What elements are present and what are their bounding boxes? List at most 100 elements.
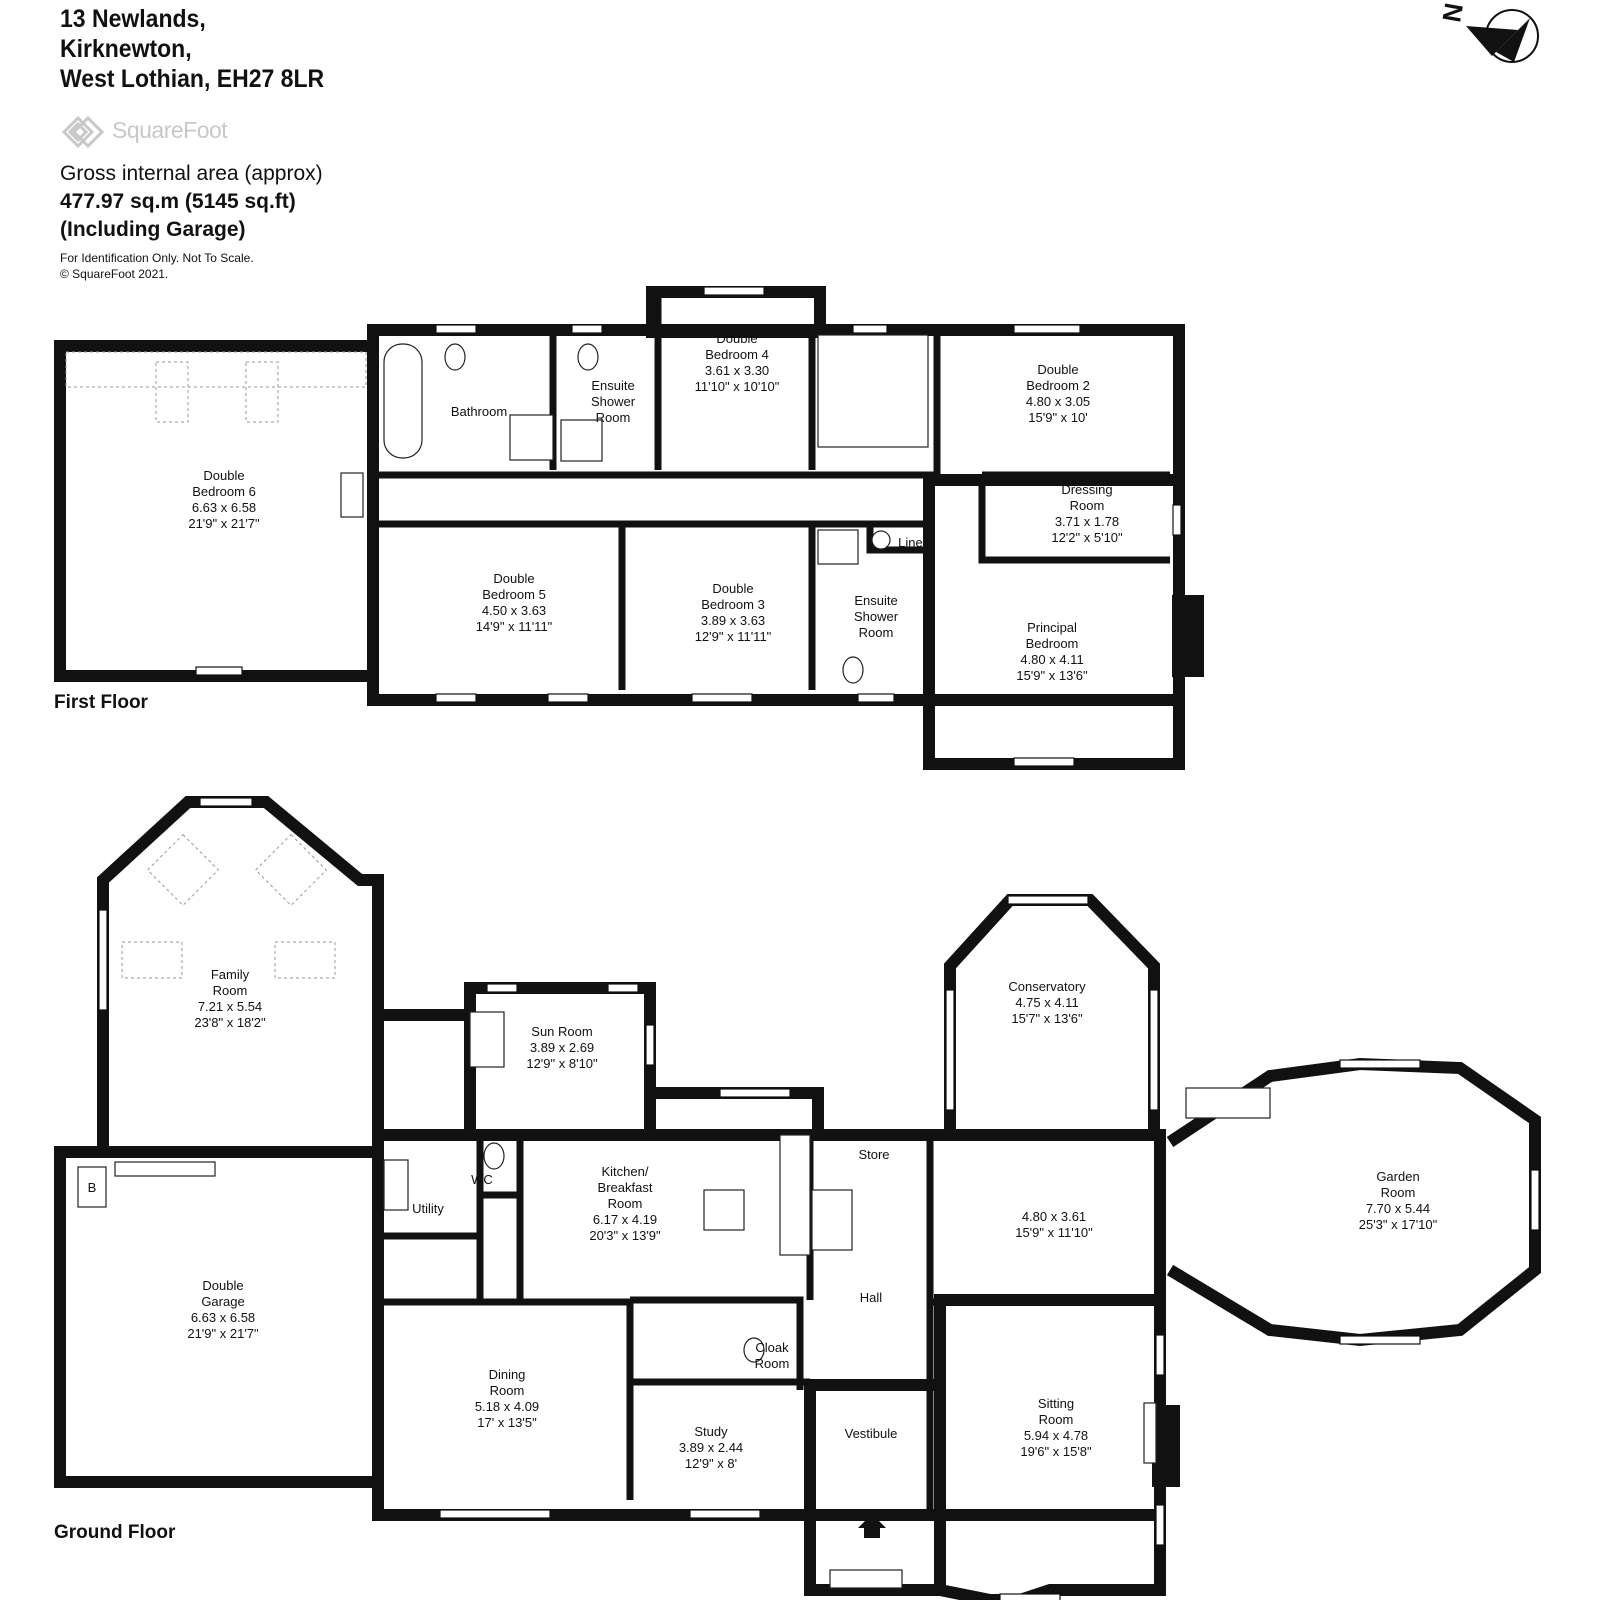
kitchen-projection [644,1087,824,1141]
bathroom-label: Bathroom [451,404,507,419]
bedroom-4-label-2: Bedroom 4 [705,347,769,362]
shower-tray [560,419,603,462]
bathtub [383,343,423,459]
eaves-line [65,351,367,388]
first-floor-labels: Double Bedroom 6 6.63 x 6.58 21'9" x 21'… [188,331,1123,683]
bedroom-6-imperial: 21'9" x 21'7" [188,516,260,531]
dressing-room-metric: 3.71 x 1.78 [1055,514,1119,529]
logo-mark-icon [61,115,105,149]
conservatory-label: Conservatory [1008,979,1086,994]
bedroom-6-metric: 6.63 x 6.58 [192,500,256,515]
cloak-room-label-1: Cloak [755,1340,789,1355]
bedroom-4-metric: 3.61 x 3.30 [705,363,769,378]
reception-metric: 4.80 x 3.61 [1022,1209,1086,1224]
store-label: Store [858,1147,889,1162]
family-room-walls [97,796,384,1152]
dining-room-label-2: Room [490,1383,525,1398]
first-floor-plan: Double Bedroom 6 6.63 x 6.58 21'9" x 21'… [54,286,1204,770]
toilet [577,343,599,371]
ground-floor-labels: Family Room 7.21 x 5.54 23'8" x 18'2" Su… [88,967,1438,1471]
squarefoot-logo: SquareFoot [60,112,260,152]
kitchen-imperial: 20'3" x 13'9" [589,1228,661,1243]
linen-tank [871,530,891,550]
dining-room-metric: 5.18 x 4.09 [475,1399,539,1414]
bedroom-3-label-1: Double [712,581,753,596]
compass-north-label: N [1436,1,1469,25]
ensuite-1-label-1: Ensuite [591,378,634,393]
study-imperial: 12'9" x 8' [685,1456,737,1471]
bedroom-6-label-1: Double [203,468,244,483]
kitchen-metric: 6.17 x 4.19 [593,1212,657,1227]
toilet [444,343,466,371]
utility-label: Utility [412,1201,444,1216]
dining-room-label-1: Dining [489,1367,526,1382]
entrance-arrow-icon [858,1514,886,1538]
entrance-step [829,1569,903,1589]
ensuite-1-label-2: Shower [591,394,636,409]
bedroom-3-metric: 3.89 x 3.63 [701,613,765,628]
window [195,666,243,676]
first-floor-windows [435,286,1182,767]
bedroom-5-imperial: 14'9" x 11'11" [476,619,553,634]
bedroom-4-imperial: 11'10" x 10'10" [695,379,780,394]
dressing-room-imperial: 12'2" x 5'10" [1051,530,1123,545]
study-label: Study [694,1424,728,1439]
dressing-room-label-2: Room [1070,498,1105,513]
garden-room-label-2: Room [1381,1185,1416,1200]
boiler-label: B [88,1180,97,1195]
wc-label: WC [471,1172,493,1187]
sitting-room-label-1: Sitting [1038,1396,1074,1411]
sitting-room-imperial: 19'6" x 15'8" [1020,1444,1092,1459]
vestibule-walls [804,1379,946,1596]
ensuite-2-label-1: Ensuite [854,593,897,608]
boiler [77,1166,107,1208]
sitting-room-label-2: Room [1039,1412,1074,1427]
staircase [811,1189,853,1251]
garden-room-metric: 7.70 x 5.44 [1366,1201,1430,1216]
fireplace-hearth [1143,1402,1157,1464]
principal-bedroom-imperial: 15'9" x 13'6" [1016,668,1088,683]
ensuite-1-label-3: Room [596,410,631,425]
bedroom-5-metric: 4.50 x 3.63 [482,603,546,618]
family-room-imperial: 23'8" x 18'2" [194,1015,266,1030]
bedroom-4-label-1: Double [716,331,757,346]
worktop [114,1161,216,1177]
hall-label: Hall [860,1290,883,1305]
property-address: 13 Newlands, Kirknewton, West Lothian, E… [60,4,347,94]
area-note: (Including Garage) [60,218,246,241]
disclaimer-line-2: © SquareFoot 2021. [60,267,169,281]
ground-floor-windows [98,797,1540,1600]
bedroom-6-label-2: Bedroom 6 [192,484,256,499]
toilet [842,656,864,684]
interior-walls [373,292,1170,690]
roof-light [146,833,220,907]
area-value: 477.97 sq.m (5145 sq.ft) [60,190,296,213]
garage-label-1: Double [202,1278,243,1293]
garden-room-imperial: 25'3" x 17'10" [1359,1217,1438,1232]
garage-label-2: Garage [201,1294,244,1309]
bedroom-3-imperial: 12'9" x 11'11" [695,629,772,644]
rear-lobby-walls [372,1009,476,1141]
address-line-3: West Lothian, EH27 8LR [60,65,325,93]
roof-light [155,361,189,423]
shower-tray [817,529,859,565]
garage-imperial: 21'9" x 21'7" [187,1326,259,1341]
area-label: Gross internal area (approx) [60,162,323,185]
toilet [483,1142,505,1170]
bedroom-5-label-1: Double [493,571,534,586]
principal-bedroom-label-1: Principal [1027,620,1077,635]
family-room-metric: 7.21 x 5.54 [198,999,262,1014]
kitchen-label-1: Kitchen/ [602,1164,649,1179]
bedroom-3-label-2: Bedroom 3 [701,597,765,612]
reception-imperial: 15'9" x 11'10" [1015,1225,1093,1240]
roof-light [121,941,183,979]
kitchen-label-2: Breakfast [598,1180,653,1195]
garage-metric: 6.63 x 6.58 [191,1310,255,1325]
address-line-2: Kirknewton, [60,35,192,63]
roof-light [254,833,328,907]
sun-room-label: Sun Room [531,1024,592,1039]
stairs-small [340,472,364,518]
shower-tray [509,414,554,461]
ensuite-2-label-3: Room [859,625,894,640]
